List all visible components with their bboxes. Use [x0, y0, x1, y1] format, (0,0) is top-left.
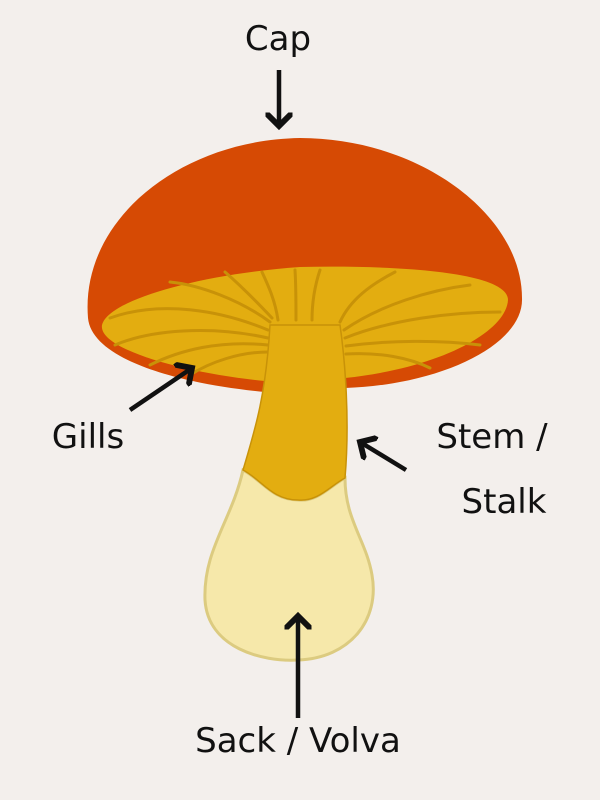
gills-label: Gills [52, 417, 124, 457]
gills [101, 266, 508, 381]
volva-label: Sack / Volva [195, 721, 401, 761]
cap-label: Cap [245, 19, 311, 59]
gills-arrow [128, 368, 192, 412]
gill-lines [108, 268, 502, 377]
stem-label-line2: Stalk [462, 482, 547, 522]
stem-arrow [360, 442, 408, 472]
stem-label-line1: Stem / [436, 417, 548, 457]
stem [242, 324, 348, 501]
